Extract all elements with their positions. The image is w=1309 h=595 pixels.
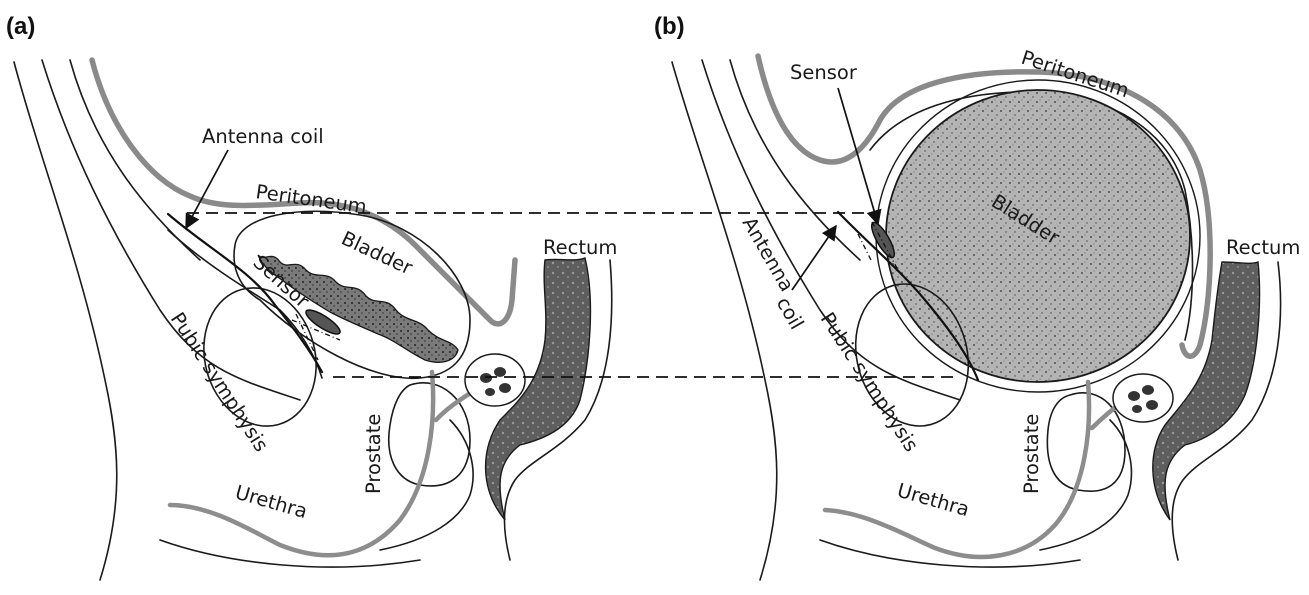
panel-a-label: (a) xyxy=(6,13,35,40)
label-urethra-b: Urethra xyxy=(895,479,972,521)
label-antenna-coil-b-line2: coil xyxy=(772,293,809,334)
pelvic-floor-a xyxy=(160,420,473,567)
label-pubic-symphysis-a: Pubic symphysis xyxy=(166,308,273,456)
vesicle-dot-a4 xyxy=(485,388,495,396)
label-prostate-b: Prostate xyxy=(1020,414,1043,494)
label-prostate-a: Prostate xyxy=(362,414,385,494)
body-wall-line-2 xyxy=(42,60,300,400)
vesicle-dot-b1 xyxy=(1128,391,1140,401)
panel-b-label: (b) xyxy=(654,13,685,40)
arrow-sensor-b xyxy=(838,88,878,224)
body-wall-line-3 xyxy=(70,60,200,260)
label-antenna-coil-b-line1: Antenna xyxy=(738,213,799,296)
urethra-b xyxy=(825,382,1089,557)
vesicle-dot-a1 xyxy=(480,373,492,383)
arrow-antenna-coil-b xyxy=(792,226,836,290)
seminal-vesicle-a xyxy=(465,354,525,406)
vesicle-dot-b2 xyxy=(1142,385,1154,395)
panel-b: (b) Sensor xyxy=(654,13,1300,580)
arrow-antenna-coil-a xyxy=(186,150,228,228)
label-sensor-b: Sensor xyxy=(790,61,858,84)
label-antenna-coil-a: Antenna coil xyxy=(202,125,324,148)
seminal-vesicle-b xyxy=(1113,374,1173,422)
vesicle-dot-b3 xyxy=(1146,400,1158,410)
vesicle-dot-a2 xyxy=(494,367,506,377)
panel-a: (a) Antenna xyxy=(6,13,617,580)
body-wall-line-b1 xyxy=(672,62,777,580)
label-rectum-a: Rectum xyxy=(543,236,617,259)
vesicle-dot-b4 xyxy=(1132,405,1142,413)
label-rectum-b: Rectum xyxy=(1226,236,1300,259)
vesicle-dot-a3 xyxy=(499,383,511,393)
label-urethra-a: Urethra xyxy=(233,481,310,523)
